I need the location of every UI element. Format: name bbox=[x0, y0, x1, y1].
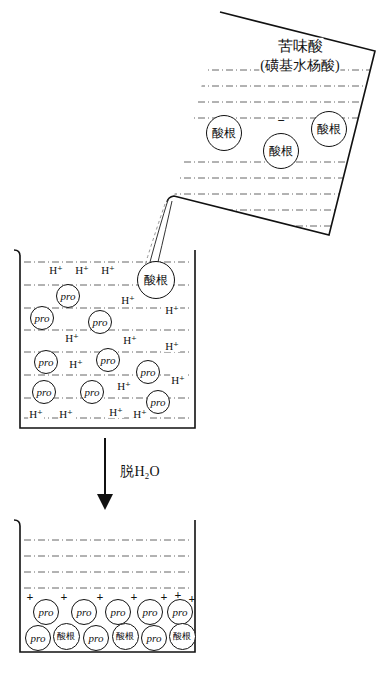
circle-text: pro bbox=[85, 387, 100, 398]
circle-text: pro bbox=[93, 317, 108, 328]
circle-text: pro bbox=[173, 607, 188, 618]
protein-circle: pro bbox=[137, 599, 163, 625]
protein-circle: pro bbox=[25, 625, 51, 651]
ion-label: H⁺ bbox=[48, 264, 64, 276]
protein-circle: pro bbox=[80, 380, 104, 404]
circle-text: pro bbox=[77, 607, 92, 618]
circle-text: 酸根 bbox=[116, 632, 134, 641]
protein-circle: pro bbox=[96, 348, 120, 372]
charge-sign: + bbox=[60, 591, 69, 604]
liquid-lines bbox=[24, 262, 191, 418]
process-label: 脱H₂O bbox=[119, 464, 160, 479]
circle-text: 酸根 bbox=[173, 632, 191, 641]
arrow-head bbox=[97, 494, 113, 510]
protein-circle: pro bbox=[30, 306, 54, 330]
process-arrow bbox=[104, 438, 106, 498]
circle-text: pro bbox=[39, 607, 54, 618]
circle-text: 酸根 bbox=[317, 123, 341, 135]
ion-label: H⁺ bbox=[164, 304, 180, 316]
charge-sign: + bbox=[160, 591, 169, 604]
circle-text: pro bbox=[39, 357, 54, 368]
circle-text: pro bbox=[151, 397, 166, 408]
stream bbox=[158, 201, 172, 262]
ion-label: H⁺ bbox=[64, 332, 80, 344]
reagent-name: (磺基水杨酸) bbox=[259, 58, 340, 73]
protein-circle: pro bbox=[71, 599, 97, 625]
ion-label: H⁺ bbox=[58, 408, 74, 420]
ion-label: H⁺ bbox=[108, 406, 124, 418]
circle-text: pro bbox=[31, 633, 46, 644]
ion-label: H⁺ bbox=[28, 408, 44, 420]
charge-sign: + bbox=[96, 591, 105, 604]
beaker bbox=[14, 520, 195, 652]
protein-circle: pro bbox=[83, 625, 109, 651]
acid-radical-circle: 酸根 bbox=[206, 115, 242, 151]
circle-text: pro bbox=[89, 633, 104, 644]
protein-circle: pro bbox=[141, 625, 167, 651]
stream bbox=[145, 204, 165, 265]
charge-sign: + bbox=[174, 589, 183, 602]
charge-sign: + bbox=[130, 591, 139, 604]
charge-sign: + bbox=[188, 593, 197, 606]
acid-radical-circle: 酸根 bbox=[169, 623, 196, 650]
circle-text: pro bbox=[147, 633, 162, 644]
protein-circle: pro bbox=[33, 599, 59, 625]
acid-radical-circle: 酸根 bbox=[112, 623, 139, 650]
acid-radical-circle: 酸根 bbox=[53, 623, 80, 650]
acid-radical-circle: 酸根 bbox=[311, 111, 347, 147]
tilted-beaker bbox=[167, 12, 375, 235]
ion-label: H⁺ bbox=[122, 334, 138, 346]
beaker bbox=[14, 250, 195, 428]
protein-circle: pro bbox=[105, 599, 131, 625]
ion-label: H⁺ bbox=[74, 264, 90, 276]
circle-text: 酸根 bbox=[144, 274, 168, 286]
protein-circle: pro bbox=[56, 284, 80, 308]
circle-text: pro bbox=[35, 313, 50, 324]
circle-text: 酸根 bbox=[57, 632, 75, 641]
protein-circle: pro bbox=[32, 380, 56, 404]
circle-text: pro bbox=[141, 367, 156, 378]
acid-radical-circle: 酸根 bbox=[263, 133, 299, 169]
circle-text: 酸根 bbox=[212, 127, 236, 139]
circle-text: pro bbox=[143, 607, 158, 618]
acid-radical-circle: 酸根 bbox=[137, 261, 175, 299]
protein-circle: pro bbox=[136, 360, 160, 384]
reagent-name: 苦味酸 bbox=[277, 38, 324, 55]
liquid-lines bbox=[24, 540, 191, 588]
ion-label: H⁺ bbox=[68, 358, 84, 370]
charge-sign: + bbox=[26, 591, 35, 604]
circle-text: pro bbox=[111, 607, 126, 618]
circle-text: pro bbox=[37, 387, 52, 398]
ion-label: H⁺ bbox=[164, 340, 180, 352]
protein-circle: pro bbox=[146, 390, 170, 414]
charge-sign: − bbox=[276, 114, 285, 128]
ion-label: H⁺ bbox=[100, 264, 116, 276]
ion-label: H⁺ bbox=[120, 294, 136, 306]
circle-text: pro bbox=[101, 355, 116, 366]
protein-circle: pro bbox=[34, 350, 58, 374]
ion-label: H⁺ bbox=[116, 380, 132, 392]
protein-circle: pro bbox=[88, 310, 112, 334]
circle-text: 酸根 bbox=[269, 145, 293, 157]
ion-label: H⁺ bbox=[170, 374, 186, 386]
circle-text: pro bbox=[61, 291, 76, 302]
ion-label: H⁺ bbox=[132, 408, 148, 420]
